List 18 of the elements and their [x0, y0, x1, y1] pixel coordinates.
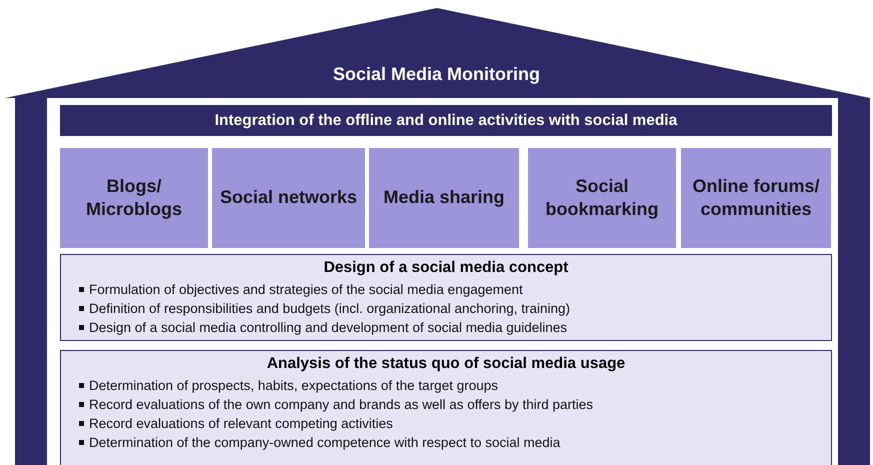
header-banner: Integration of the offline and online activities with social media [60, 105, 832, 136]
bullet-text: Record evaluations of the own company and brands as well as offers by third parties [89, 396, 594, 414]
pillar-box: Social networks [212, 148, 365, 248]
pillar-box: Online forums/ communities [681, 148, 831, 248]
panel-heading: Analysis of the status quo of social media usage [266, 355, 626, 373]
bullet-text: Formulation of objectives and strategies of the social media engagement [89, 281, 523, 299]
panel-heading: Design of a social media concept [322, 259, 570, 277]
pillar-box: Social bookmarking [528, 148, 676, 248]
bullet-text: Determination of the company-owned competence with respect to social media [89, 434, 560, 452]
bullet-text: Definition of responsibilities and budgets (incl. organizational anchoring, training) [89, 300, 570, 318]
bullet-text: Record evaluations of relevant competing activities [89, 415, 393, 433]
roof-title: Social Media Monitoring [332, 64, 541, 85]
content-panel [60, 350, 832, 465]
pillar-box: Blogs/ Microblogs [60, 148, 208, 248]
bullet-text: Design of a social media controlling and development of social media guidelines [89, 319, 568, 337]
content-panel [60, 254, 832, 341]
bullet-text: Determination of prospects, habits, expectations of the target groups [89, 377, 498, 395]
pillar-box: Media sharing [369, 148, 519, 248]
